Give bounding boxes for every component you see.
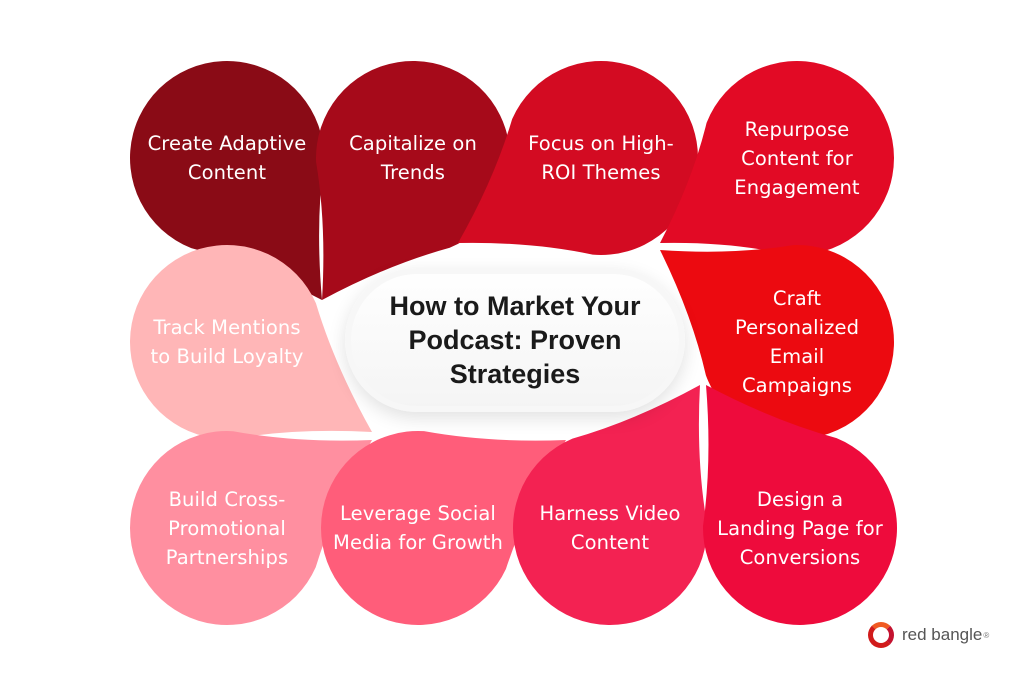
center-title: How to Market Your Podcast: Proven Strat… <box>389 291 641 389</box>
strategy-petal-10 <box>703 385 897 625</box>
strategy-label-5: Craft Personalized Email Campaigns <box>734 287 860 397</box>
strategy-label-4: Repurpose Content for Engagement <box>734 117 860 199</box>
brand-ring-icon <box>868 622 894 648</box>
strategy-label-10: Design a Landing Page for Conversions <box>717 487 883 569</box>
strategy-label-8: Leverage Social Media for Growth <box>333 502 503 554</box>
strategy-petal-7 <box>129 431 372 625</box>
strategy-label-1: Create Adaptive Content <box>147 132 307 184</box>
strategy-petal-3 <box>458 60 698 256</box>
strategy-label-3: Focus on High-ROI Themes <box>528 132 674 184</box>
strategy-petal-6 <box>129 244 372 439</box>
strategy-label-2: Capitalize on Trends <box>349 132 477 184</box>
strategy-label-9: Harness Video Content <box>539 502 681 554</box>
strategy-petal-4 <box>660 60 894 255</box>
strategy-label-7: Build Cross-Promotional Partnerships <box>165 487 289 569</box>
strategy-petal-8 <box>320 431 566 626</box>
strategy-label-6: Track Mentions to Build Loyalty <box>150 316 304 368</box>
center-title-box: How to Market Your Podcast: Proven Strat… <box>345 268 685 412</box>
strategy-petal-1 <box>129 60 325 300</box>
brand-name: red bangle <box>902 625 983 644</box>
brand-logo: red bangle ® <box>868 620 989 650</box>
brand-registered-mark: ® <box>983 630 990 640</box>
strategy-petal-5 <box>660 245 894 439</box>
strategy-petal-9 <box>513 385 707 625</box>
